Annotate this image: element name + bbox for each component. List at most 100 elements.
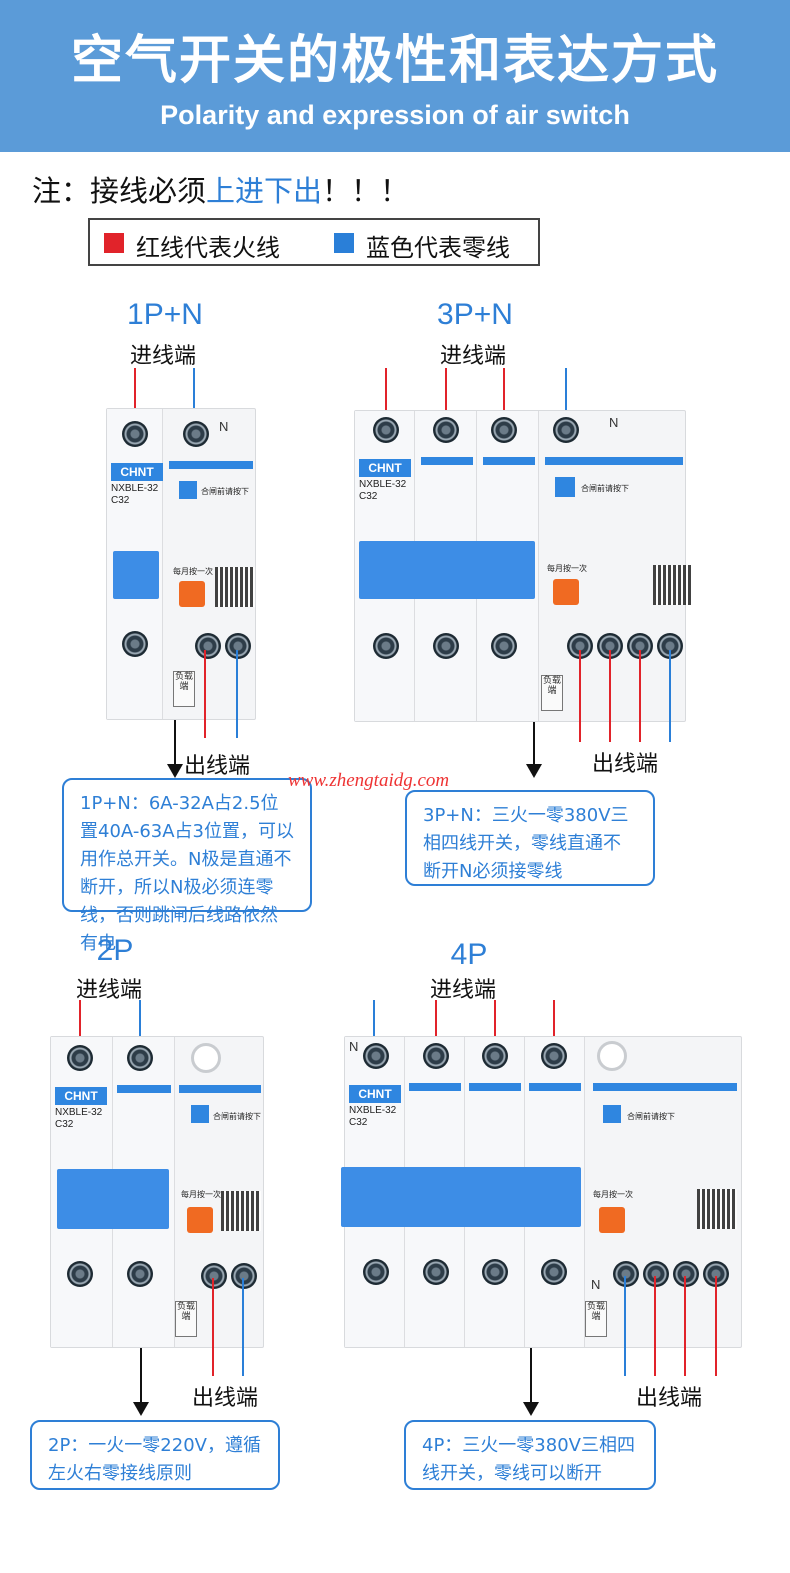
wire-red <box>212 1278 214 1376</box>
page-title: 空气开关的极性和表达方式 <box>70 31 719 91</box>
switch-handle[interactable] <box>341 1167 581 1227</box>
test-button[interactable] <box>187 1207 213 1233</box>
arrow-down-icon <box>133 1402 149 1416</box>
note-box-4p: 4P：三火一零380V三相四线开关，零线可以断开 <box>404 1420 656 1490</box>
screw-icon <box>373 633 399 659</box>
qr-code <box>653 565 693 605</box>
wire-blue <box>236 650 238 738</box>
screw-icon <box>363 1259 389 1285</box>
note-suffix: ！！！ <box>322 174 410 208</box>
wire-red <box>503 368 505 430</box>
screw-icon <box>433 633 459 659</box>
push-text: 合闸前请按下 <box>201 487 249 496</box>
title-1p-n: 1P+N <box>127 298 203 331</box>
wire-red <box>79 1000 81 1056</box>
test-button[interactable] <box>553 579 579 605</box>
blue-strip <box>179 1085 261 1093</box>
breaker-4p: N CHNT NXBLE-32 C32 合闸前请按下 每月按一次 N 负载端 <box>341 1036 742 1348</box>
blue-strip <box>169 461 253 469</box>
blue-strip <box>469 1083 521 1091</box>
test-window <box>191 1105 209 1123</box>
blue-swatch <box>334 233 354 253</box>
wire-blue <box>193 368 195 430</box>
screw-icon <box>673 1261 699 1287</box>
red-swatch <box>104 233 124 253</box>
qr-code <box>221 1191 261 1231</box>
screw-icon <box>541 1259 567 1285</box>
blue-strip <box>529 1083 581 1091</box>
screw-icon <box>423 1043 449 1069</box>
screw-icon <box>122 421 148 447</box>
arrow-line <box>140 1348 142 1404</box>
model-text: NXBLE-32 <box>359 479 407 490</box>
qr-code <box>697 1189 737 1229</box>
screw-icon <box>67 1261 93 1287</box>
in-label-2p: 进线端 <box>76 978 143 1003</box>
switch-handle[interactable] <box>57 1169 169 1229</box>
wire-blue <box>565 368 567 430</box>
screw-icon <box>183 421 209 447</box>
monthly-text: 每月按一次 <box>173 567 213 576</box>
note-box-1p-n: 1P+N：6A-32A占2.5位置40A-63A占3位置，可以用作总开关。N极是… <box>62 778 312 954</box>
brand-logo: CHNT <box>111 463 163 481</box>
wire-blue <box>139 1000 141 1056</box>
title-2p: 2P <box>96 934 134 967</box>
screw-icon <box>613 1261 639 1287</box>
screw-icon <box>127 1261 153 1287</box>
push-text: 合闸前请按下 <box>627 1112 675 1121</box>
hole <box>597 1041 627 1071</box>
arrow-down-icon <box>526 764 542 778</box>
screw-icon <box>491 417 517 443</box>
arrow-line <box>174 720 176 766</box>
screw-icon <box>67 1045 93 1071</box>
brand-logo: CHNT <box>349 1085 401 1103</box>
rating-text: C32 <box>111 495 130 506</box>
screw-icon <box>195 633 221 659</box>
note-box-2p: 2P：一火一零220V，遵循左火右零接线原则 <box>30 1420 280 1490</box>
legend-blue-label: 蓝色代表零线 <box>366 234 510 262</box>
model-text: NXBLE-32 <box>111 483 159 494</box>
wire-blue <box>669 650 671 742</box>
wire-red <box>609 650 611 742</box>
wire-red <box>639 650 641 742</box>
monthly-text: 每月按一次 <box>547 564 587 573</box>
out-label-1p-n: 出线端 <box>184 754 251 779</box>
note-prefix: 注：接线必须 <box>32 174 207 208</box>
wire-red <box>134 368 136 430</box>
wire-red <box>684 1276 686 1376</box>
screw-icon <box>225 633 251 659</box>
wire-blue <box>242 1278 244 1376</box>
brand-logo: CHNT <box>359 459 411 477</box>
brand-logo: CHNT <box>55 1087 107 1105</box>
screw-icon <box>127 1045 153 1071</box>
switch-handle[interactable] <box>359 541 535 599</box>
screw-icon <box>482 1043 508 1069</box>
wiring-note: 注：接线必须上进下出！！！ <box>32 168 409 210</box>
screw-icon <box>643 1261 669 1287</box>
wire-red <box>654 1276 656 1376</box>
push-text: 合闸前请按下 <box>581 484 629 493</box>
arrow-down-icon <box>167 764 183 778</box>
wire-red <box>385 368 387 430</box>
wire-red <box>445 368 447 430</box>
hole <box>191 1043 221 1073</box>
arrow-down-icon <box>523 1402 539 1416</box>
blue-strip <box>117 1085 171 1093</box>
n-marker: N <box>591 1277 601 1292</box>
title-3p-n: 3P+N <box>437 298 513 331</box>
test-button[interactable] <box>179 581 205 607</box>
test-window <box>179 481 197 499</box>
breaker-3p-n: N CHNT NXBLE-32 C32 合闸前请按下 每月按一次 负载端 <box>354 410 693 722</box>
test-button[interactable] <box>599 1207 625 1233</box>
wire-blue <box>624 1276 626 1376</box>
screw-icon <box>553 417 579 443</box>
switch-handle[interactable] <box>113 551 159 599</box>
test-window <box>555 477 575 497</box>
page-subtitle: Polarity and expression of air switch <box>160 100 630 130</box>
wire-red <box>715 1276 717 1376</box>
header-banner: 空气开关的极性和表达方式 Polarity and expression of … <box>0 0 790 152</box>
title-4p: 4P <box>450 938 488 971</box>
screw-icon <box>541 1043 567 1069</box>
screw-icon <box>373 417 399 443</box>
in-label-4p: 进线端 <box>430 978 497 1003</box>
